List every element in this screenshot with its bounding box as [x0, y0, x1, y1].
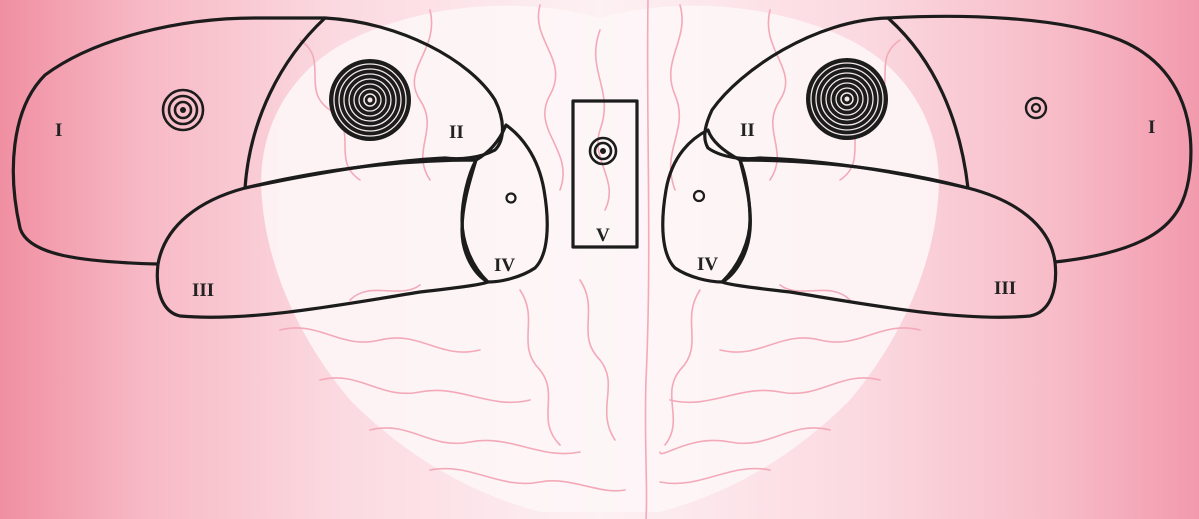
- right-region-I-label: I: [1148, 117, 1155, 138]
- left-region-I-label: I: [55, 120, 62, 141]
- region-V-marker: [590, 138, 616, 164]
- right-region-I-marker: [1026, 98, 1046, 118]
- region-V-label: V: [596, 225, 610, 246]
- left-region-II-label: II: [449, 122, 464, 143]
- left-region-III-label: III: [192, 280, 214, 301]
- right-region-III-label: III: [994, 278, 1016, 299]
- left-region-IV-label: IV: [494, 255, 515, 276]
- right-region-IV-label: IV: [697, 254, 718, 275]
- right-region-II-marker: [806, 58, 888, 140]
- right-region-II-label: II: [740, 120, 755, 141]
- left-region-I-marker: [163, 90, 203, 130]
- left-region-II-marker: [329, 59, 411, 141]
